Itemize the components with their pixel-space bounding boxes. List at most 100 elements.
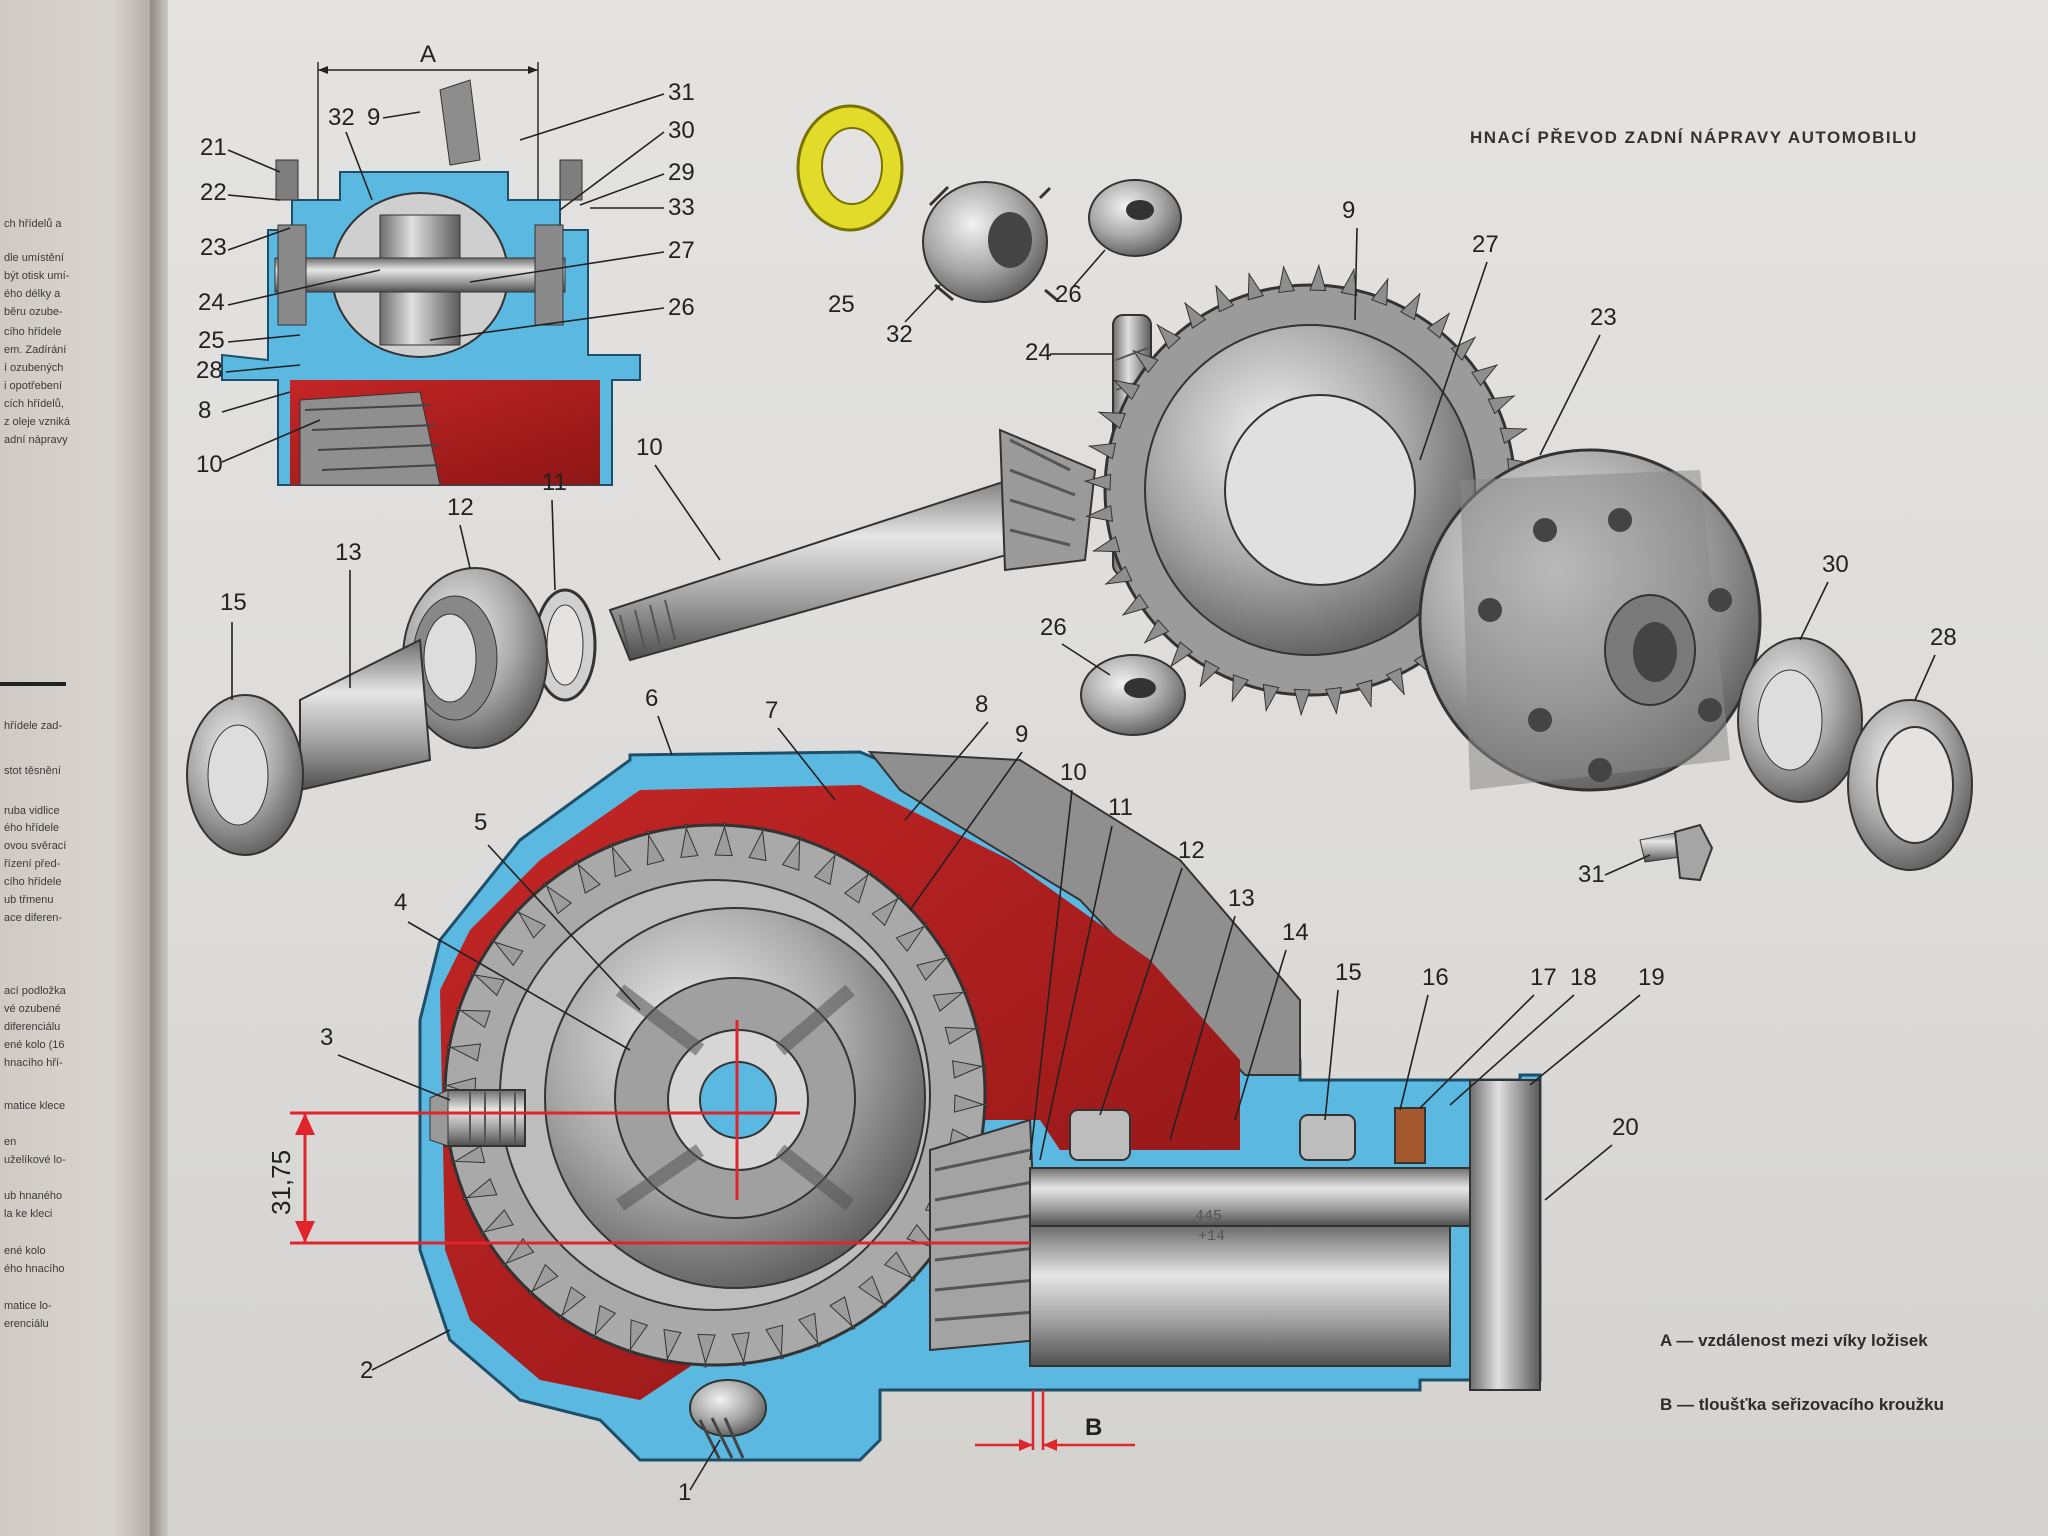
callout-leader (551, 499, 556, 591)
gear-tooth (932, 989, 968, 1012)
satellite-gear-lower (1080, 654, 1186, 736)
inset-dimension-a-label: A (420, 41, 436, 68)
gear-tooth (1184, 302, 1207, 329)
gear-tooth (731, 1331, 750, 1367)
offset-dimension-value: 31,75 (266, 1150, 296, 1215)
gear-tooth (680, 823, 699, 859)
drain-plug (429, 1089, 526, 1147)
callout-leader (429, 307, 665, 341)
callout-leader (1071, 249, 1106, 289)
callout-leader (654, 464, 721, 561)
gear-tooth (1370, 278, 1389, 306)
gear-tooth (1199, 659, 1221, 688)
cap-bolt (1639, 823, 1714, 882)
callout-leader (469, 251, 665, 283)
callout-leader (657, 715, 673, 756)
gear-tooth (857, 1275, 888, 1309)
inset-right-bolt (559, 159, 583, 201)
left-page-text-fragment: být otisk umí- (4, 270, 70, 282)
gear-tooth (1092, 535, 1121, 553)
callout-leader (1544, 1144, 1613, 1201)
callout-leader (1449, 994, 1575, 1106)
callout-exploded-28: 28 (1930, 624, 1957, 651)
left-page-text-fragment: en (4, 1136, 17, 1148)
drain-plug-bottom (689, 1379, 767, 1461)
gear-tooth (558, 1286, 587, 1320)
callout-leader (382, 111, 421, 119)
callout-main-4: 4 (394, 889, 407, 916)
callout-exploded-9: 9 (1342, 197, 1355, 224)
gear-tooth (1088, 442, 1117, 460)
left-page-text-fragment: běru ozube- (4, 306, 63, 318)
main-pinion-shaft (1029, 1167, 1531, 1227)
left-page-text-fragment: hnacího hří- (4, 1057, 63, 1069)
callout-leader (1539, 334, 1601, 456)
callout-inset-33: 33 (668, 194, 695, 221)
left-page-text-fragment: z oleje vzniká (4, 416, 71, 428)
callout-inset-30: 30 (668, 117, 695, 144)
gear-tooth (1098, 411, 1126, 430)
callout-leader (345, 131, 373, 201)
callout-leader (227, 194, 281, 201)
left-page-text-fragment: uželíkové lo- (4, 1154, 66, 1166)
callout-inset-32: 32 (328, 104, 355, 131)
inset-pinion (299, 391, 441, 486)
callout-leader (337, 1054, 451, 1101)
gear-tooth (1450, 336, 1477, 361)
callout-exploded-27: 27 (1472, 231, 1499, 258)
gear-tooth (490, 938, 524, 967)
callout-main-12: 12 (1178, 837, 1205, 864)
gear-tooth (609, 842, 632, 878)
differential-cage (1418, 448, 1762, 792)
gear-tooth (1084, 473, 1112, 491)
gear-tooth (1293, 688, 1311, 716)
callout-leader (1169, 915, 1236, 1141)
callout-inset-27: 27 (668, 237, 695, 264)
gear-tooth (1085, 504, 1114, 522)
left-page-text-fragment: ace diferen- (4, 912, 63, 924)
left-page-text-fragment: em. Zadírání (4, 344, 67, 356)
output-flange (1469, 1079, 1541, 1391)
callout-main-8: 8 (975, 691, 988, 718)
left-page-text-fragment: cího hřídele (4, 326, 62, 338)
gear-tooth (798, 1312, 821, 1348)
satellite-gear-upper (1088, 179, 1182, 257)
inset-left-bolt (275, 159, 299, 201)
callout-leader (909, 751, 1023, 911)
gear-tooth (1231, 674, 1250, 702)
left-page-text-fragment: stot těsnění (4, 765, 61, 777)
callout-exploded-23: 23 (1590, 304, 1617, 331)
oil-seal (1394, 1107, 1426, 1164)
left-page-text-fragment: ené kolo (4, 1245, 46, 1257)
callout-inset-8: 8 (198, 397, 211, 424)
legend-a: A — vzdálenost mezi víky ložisek (1660, 1331, 1928, 1350)
housing-shell (867, 750, 1301, 1076)
left-page-text-fragment: adní nápravy (4, 434, 68, 446)
callout-leader (227, 334, 301, 343)
left-page-text-fragment: cích hřídelů, (4, 398, 64, 410)
callout-leader (227, 227, 291, 251)
gear-tooth (871, 894, 903, 927)
callout-main-13: 13 (1228, 885, 1255, 912)
callout-leader (1419, 261, 1488, 461)
gear-tooth (951, 1060, 987, 1079)
callout-leader (459, 524, 471, 569)
callout-leader (221, 391, 291, 413)
gear-tooth (527, 1263, 559, 1296)
callout-leader (371, 1329, 451, 1371)
left-page-text-fragment: ovou svěrací (4, 840, 67, 852)
callout-exploded-31: 31 (1578, 861, 1605, 888)
left-page-text-fragment: ého hřídele (4, 822, 60, 834)
inset-right-bearing (534, 224, 564, 326)
main-bearing-rear (1069, 1109, 1131, 1161)
gear-tooth (627, 1319, 649, 1355)
callout-exploded-26: 26 (1040, 614, 1067, 641)
gear-tooth (470, 971, 506, 997)
left-page-text-fragment: erenciálu (4, 1318, 49, 1330)
gear-tooth (1214, 284, 1235, 313)
callout-leader (1029, 789, 1073, 1161)
callout-leader (904, 284, 941, 323)
callout-inset-23: 23 (200, 234, 227, 261)
